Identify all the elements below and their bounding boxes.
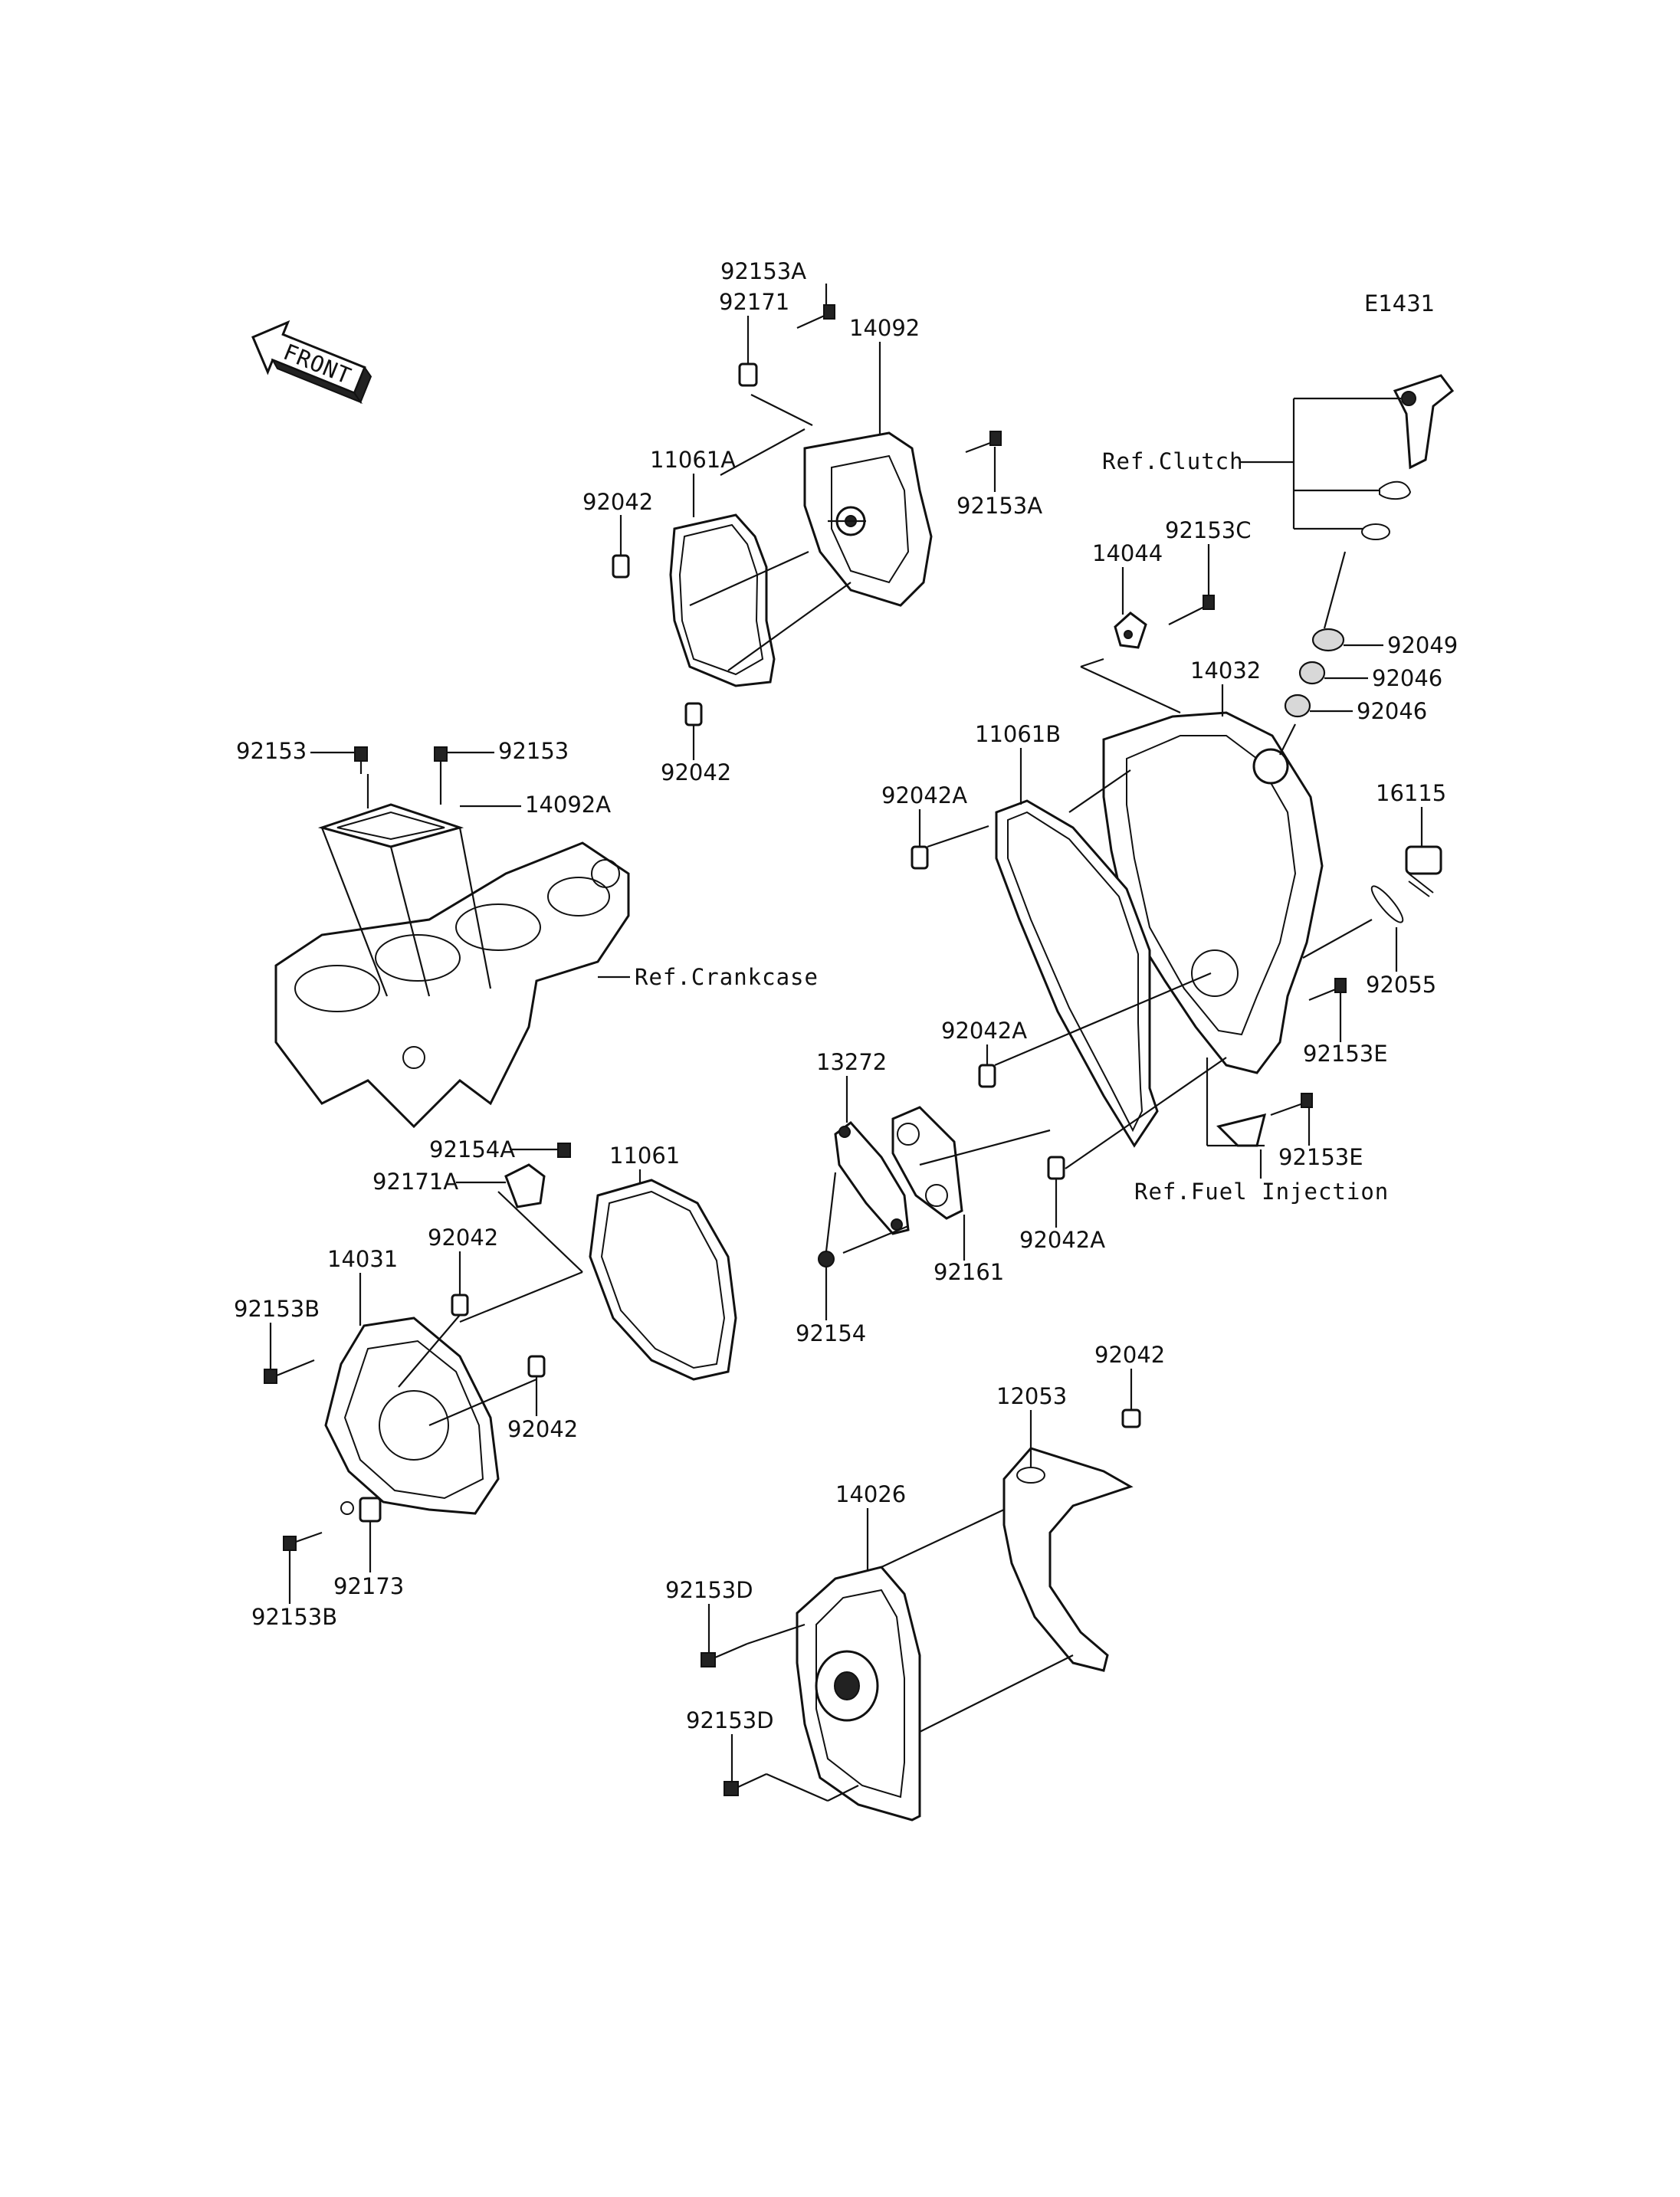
crankcase-reference — [274, 841, 630, 1129]
part-16115-plug[interactable] — [1405, 845, 1442, 897]
part-11061-gasket[interactable] — [589, 1179, 737, 1381]
label-12053: 12053 — [996, 1383, 1067, 1409]
part-92154A-bolt[interactable] — [557, 1143, 571, 1158]
part-92049-seal[interactable] — [1311, 628, 1345, 652]
part-92042A-dowel-c[interactable] — [1047, 1156, 1065, 1180]
label-92153B-b: 92153B — [251, 1604, 337, 1630]
label-92049: 92049 — [1387, 632, 1458, 658]
label-92154A: 92154A — [429, 1136, 515, 1162]
label-92153A-right: 92153A — [956, 493, 1042, 519]
label-92153D-b: 92153D — [686, 1707, 774, 1733]
label-92171A: 92171A — [372, 1169, 458, 1195]
label-92042-d: 92042 — [507, 1416, 578, 1442]
label-92153D-a: 92153D — [665, 1577, 753, 1603]
label-14092: 14092 — [849, 315, 920, 341]
label-92153C: 92153C — [1165, 517, 1252, 543]
part-14092-cover[interactable] — [803, 431, 933, 607]
part-14031-cover[interactable] — [324, 1317, 500, 1515]
part-92154-bolt[interactable] — [818, 1251, 835, 1267]
part-92055-oring[interactable] — [1368, 883, 1407, 926]
front-arrow-icon: FRONT — [251, 320, 372, 404]
part-92042-dowel-c[interactable] — [451, 1294, 469, 1317]
label-92161: 92161 — [934, 1259, 1004, 1285]
label-92042A-c: 92042A — [1019, 1227, 1105, 1253]
label-92046-a: 92046 — [1372, 665, 1442, 691]
label-14092A: 14092A — [525, 792, 611, 818]
label-11061B: 11061B — [975, 721, 1061, 747]
part-92153B-bolt-b[interactable] — [283, 1531, 323, 1551]
label-92046-b: 92046 — [1357, 698, 1427, 724]
part-92153-bolt-left[interactable] — [354, 746, 368, 774]
part-14044-bracket[interactable] — [1114, 612, 1147, 649]
label-11061A: 11061A — [650, 447, 736, 473]
label-14031: 14031 — [327, 1246, 398, 1272]
part-92042-dowel-a[interactable] — [612, 554, 630, 579]
label-92153E-b: 92153E — [1278, 1144, 1363, 1170]
label-92042-c: 92042 — [428, 1225, 498, 1251]
label-14032: 14032 — [1190, 657, 1261, 684]
label-92173: 92173 — [333, 1573, 404, 1599]
label-92042-a: 92042 — [582, 489, 653, 515]
label-11061: 11061 — [609, 1143, 680, 1169]
part-13272-plate[interactable] — [834, 1120, 910, 1235]
diagram-code: E1431 — [1364, 290, 1435, 316]
ref-fuel-injection-label: Ref.Fuel Injection — [1134, 1179, 1389, 1205]
part-14032-clutch-cover[interactable] — [1102, 711, 1324, 1074]
label-92154: 92154 — [796, 1320, 866, 1346]
label-13272: 13272 — [816, 1049, 887, 1075]
part-14026-sprocket-cover[interactable] — [796, 1566, 921, 1822]
fuel-injection-bracket-reference — [1216, 1113, 1267, 1147]
part-92153A-bolt-top[interactable] — [796, 304, 835, 330]
label-92171: 92171 — [719, 289, 789, 315]
part-12053-bracket[interactable] — [1002, 1447, 1134, 1672]
part-11061A-gasket[interactable] — [669, 513, 776, 687]
label-92055: 92055 — [1366, 972, 1436, 998]
ref-clutch-label: Ref.Clutch — [1102, 448, 1244, 474]
part-92153D-bolt-a[interactable] — [701, 1642, 748, 1667]
part-92042A-dowel-b[interactable] — [978, 1064, 996, 1088]
part-92153C-bolt[interactable] — [1168, 595, 1215, 625]
part-92042-dowel-e[interactable] — [1121, 1408, 1141, 1428]
label-92153B-a: 92153B — [234, 1296, 320, 1322]
part-92173-clamp[interactable] — [340, 1497, 382, 1523]
label-92153A-top: 92153A — [720, 258, 806, 284]
part-92153A-bolt-right[interactable] — [965, 431, 1002, 454]
part-92042-dowel-b[interactable] — [684, 702, 703, 726]
part-92171A-clip[interactable] — [504, 1163, 546, 1208]
part-92153E-bolt-b[interactable] — [1270, 1093, 1313, 1117]
label-16115: 16115 — [1376, 780, 1446, 806]
label-92042A-a: 92042A — [881, 782, 967, 808]
part-92153D-bolt-b[interactable] — [724, 1773, 767, 1796]
part-92153B-bolt-a[interactable] — [264, 1359, 315, 1384]
part-14092A-plate[interactable] — [317, 803, 464, 848]
part-92042A-dowel-a[interactable] — [911, 845, 929, 870]
label-92153E-a: 92153E — [1303, 1041, 1388, 1067]
clutch-lever-reference — [1361, 374, 1455, 540]
label-14044: 14044 — [1092, 540, 1163, 566]
label-92042A-b: 92042A — [941, 1018, 1027, 1044]
label-92042-b: 92042 — [661, 759, 731, 785]
label-14026: 14026 — [835, 1481, 906, 1507]
ref-crankcase-label: Ref.Crankcase — [635, 964, 819, 990]
part-92171-clip[interactable] — [738, 362, 758, 387]
label-92153-right: 92153 — [498, 738, 569, 764]
part-92153E-bolt-a[interactable] — [1308, 978, 1347, 1002]
part-92042-dowel-d[interactable] — [527, 1355, 546, 1378]
label-92042-e: 92042 — [1094, 1342, 1165, 1368]
part-11061B-gasket[interactable] — [995, 799, 1159, 1148]
part-92046-seal-b[interactable] — [1284, 694, 1311, 718]
part-92153-bolt-right[interactable] — [434, 746, 448, 774]
label-92153-left: 92153 — [236, 738, 307, 764]
part-92046-seal-a[interactable] — [1298, 661, 1326, 685]
